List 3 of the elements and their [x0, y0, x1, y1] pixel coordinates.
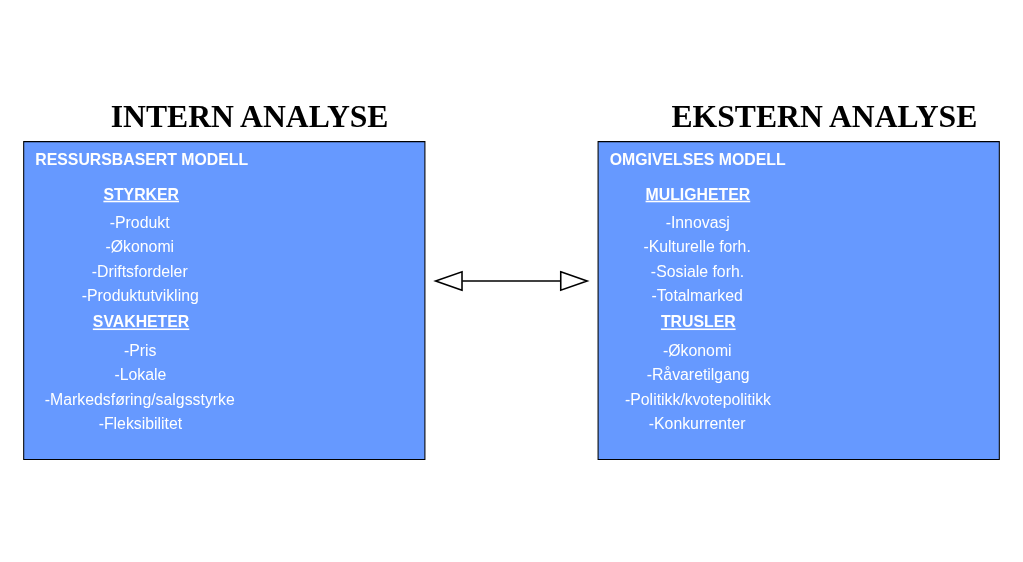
arrow [433, 270, 590, 292]
node-label: INTERN ANALYSE [110, 98, 389, 134]
node-label: EKSTERN ANALYSE [671, 98, 978, 134]
